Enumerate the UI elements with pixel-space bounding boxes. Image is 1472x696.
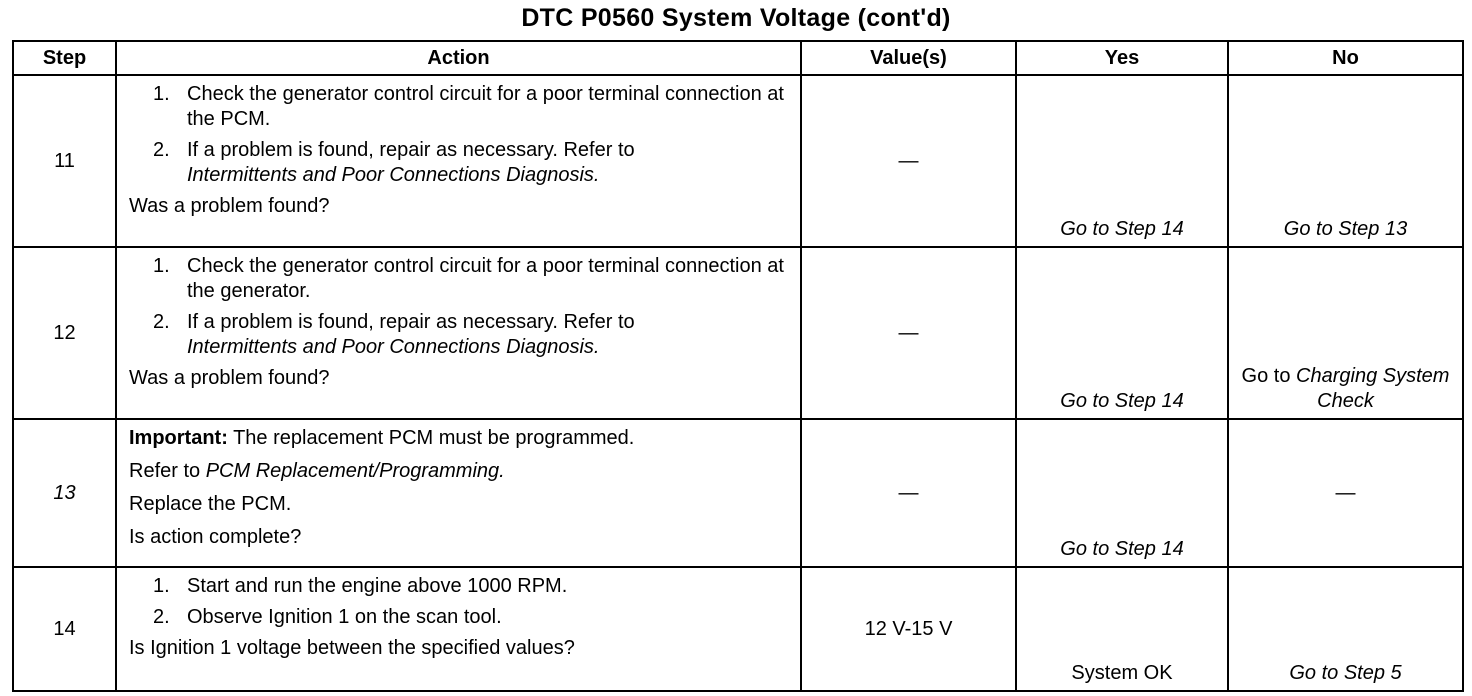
step-number: 11 xyxy=(12,74,117,248)
question-text: Was a problem found? xyxy=(129,195,330,217)
yes-action[interactable]: Go to Step 14 xyxy=(1015,418,1229,568)
table-row: 14 1. Start and run the engine above 1000… xyxy=(12,566,1464,692)
value-cell: — xyxy=(800,418,1017,568)
charging-system-check-link[interactable]: Charging System Check xyxy=(1296,365,1450,412)
item-text: Start and run the engine above 1000 RPM. xyxy=(187,575,568,597)
no-action-prefix: Go to xyxy=(1241,365,1291,387)
value-cell: — xyxy=(800,246,1017,420)
item-number: 2. xyxy=(153,311,170,333)
step-number: 12 xyxy=(12,246,117,420)
important-text: The replacement PCM must be programmed. xyxy=(233,427,635,449)
action-cell: 1. Check the generator control circuit fo… xyxy=(115,246,802,420)
important-note: Important: The replacement PCM must be p… xyxy=(129,426,790,451)
item-text: Observe Ignition 1 on the scan tool. xyxy=(187,606,502,628)
refer-prefix: Refer to xyxy=(129,460,201,482)
action-item: 2. If a problem is found, repair as neces… xyxy=(129,138,790,188)
yes-action[interactable]: Go to Step 14 xyxy=(1015,74,1229,248)
step-number: 14 xyxy=(12,566,117,692)
question-text: Is Ignition 1 voltage between the specif… xyxy=(129,637,575,659)
action-item: 2. If a problem is found, repair as neces… xyxy=(129,310,790,360)
no-action[interactable]: Go to Step 13 xyxy=(1227,74,1464,248)
yes-action: System OK xyxy=(1015,566,1229,692)
item-text: If a problem is found, repair as necessa… xyxy=(187,311,635,333)
item-number: 1. xyxy=(153,83,170,105)
instruction-text: Replace the PCM. xyxy=(129,493,292,515)
header-no: No xyxy=(1227,40,1464,76)
table-row: 11 1. Check the generator control circuit… xyxy=(12,74,1464,248)
header-yes: Yes xyxy=(1015,40,1229,76)
table-row: 13 Important: The replacement PCM must b… xyxy=(12,418,1464,568)
item-number: 2. xyxy=(153,606,170,628)
action-item: 1. Check the generator control circuit fo… xyxy=(129,254,790,304)
action-item: 1. Start and run the engine above 1000 RP… xyxy=(129,574,790,599)
reference-link[interactable]: Intermittents and Poor Connections Diagn… xyxy=(187,164,600,186)
important-label: Important: xyxy=(129,427,228,449)
item-text: Check the generator control circuit for … xyxy=(187,255,784,302)
reference-link[interactable]: Intermittents and Poor Connections Diagn… xyxy=(187,336,600,358)
page-title: DTC P0560 System Voltage (cont'd) xyxy=(521,4,951,32)
item-number: 1. xyxy=(153,575,170,597)
item-number: 2. xyxy=(153,139,170,161)
table-header-row: Step Action Value(s) Yes No xyxy=(12,40,1464,76)
header-values: Value(s) xyxy=(800,40,1017,76)
reference-link[interactable]: PCM Replacement/Programming. xyxy=(205,460,505,482)
action-cell: 1. Check the generator control circuit fo… xyxy=(115,74,802,248)
yes-action[interactable]: Go to Step 14 xyxy=(1015,246,1229,420)
action-item: 1. Check the generator control circuit fo… xyxy=(129,82,790,132)
question-text: Is action complete? xyxy=(129,526,302,548)
value-cell: — xyxy=(800,74,1017,248)
action-cell: Important: The replacement PCM must be p… xyxy=(115,418,802,568)
header-action: Action xyxy=(115,40,802,76)
action-item: 2. Observe Ignition 1 on the scan tool. xyxy=(129,605,790,630)
no-action[interactable]: Go to Charging System Check xyxy=(1227,246,1464,420)
no-action: — xyxy=(1227,418,1464,568)
header-step: Step xyxy=(12,40,117,76)
question-text: Was a problem found? xyxy=(129,367,330,389)
action-cell: 1. Start and run the engine above 1000 RP… xyxy=(115,566,802,692)
no-action[interactable]: Go to Step 5 xyxy=(1227,566,1464,692)
table-row: 12 1. Check the generator control circuit… xyxy=(12,246,1464,420)
refer-line: Refer to PCM Replacement/Programming. xyxy=(129,459,790,484)
value-cell: 12 V-15 V xyxy=(800,566,1017,692)
item-number: 1. xyxy=(153,255,170,277)
item-text: If a problem is found, repair as necessa… xyxy=(187,139,635,161)
item-text: Check the generator control circuit for … xyxy=(187,83,784,130)
step-number: 13 xyxy=(12,418,117,568)
diagnostic-table: Step Action Value(s) Yes No 11 1. Check t… xyxy=(12,40,1464,692)
